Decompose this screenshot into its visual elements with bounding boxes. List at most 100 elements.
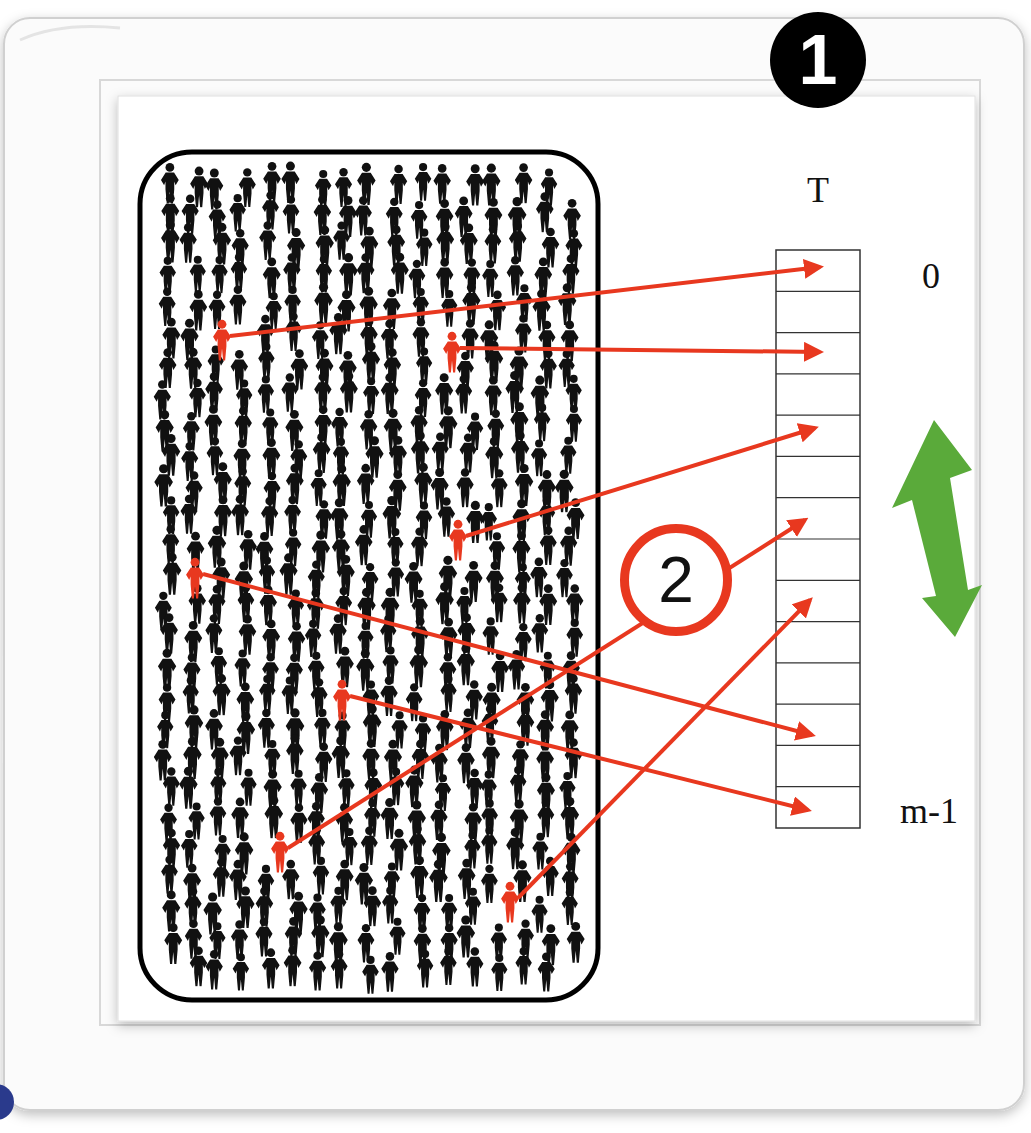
person-silhouette <box>567 922 585 963</box>
person-silhouette <box>211 256 227 293</box>
person-silhouette <box>283 196 300 234</box>
person-silhouette <box>416 347 432 384</box>
person-silhouette <box>357 464 375 504</box>
person-silhouette <box>179 767 197 809</box>
person-silhouette <box>455 375 472 414</box>
hash-arrow <box>466 428 815 536</box>
person-silhouette <box>311 916 329 958</box>
person-silhouette <box>331 950 348 988</box>
person-silhouette <box>360 227 378 268</box>
person-silhouette <box>538 470 556 511</box>
person-silhouette <box>410 856 428 898</box>
table-slot <box>776 704 860 705</box>
person-silhouette <box>381 373 399 414</box>
person-silhouette <box>206 950 223 989</box>
person-silhouette <box>433 164 450 204</box>
person-silhouette <box>460 434 477 473</box>
person-silhouette <box>313 433 331 473</box>
person-silhouette <box>566 584 583 623</box>
person-silhouette <box>565 229 582 268</box>
callout-circle: 2 <box>620 524 732 636</box>
person-silhouette <box>314 283 333 325</box>
person-silhouette <box>531 614 548 652</box>
person-silhouette <box>309 951 326 990</box>
person-silhouette <box>290 770 306 807</box>
person-silhouette <box>286 734 304 774</box>
person-silhouette <box>466 769 483 808</box>
person-silhouette <box>258 343 274 380</box>
person-silhouette <box>462 283 480 325</box>
person-silhouette <box>231 495 249 535</box>
person-silhouette <box>443 332 461 373</box>
person-silhouette <box>239 168 256 207</box>
table-slot <box>776 538 860 539</box>
table-slot <box>776 662 860 663</box>
person-silhouette <box>501 882 519 923</box>
person-silhouette <box>264 472 281 511</box>
person-silhouette <box>313 857 330 895</box>
person-silhouette <box>231 253 247 290</box>
hash-arrow <box>518 600 810 898</box>
person-silhouette <box>231 920 248 959</box>
person-silhouette <box>214 835 230 872</box>
outer-card <box>4 18 1024 1110</box>
sampled-people <box>186 320 519 923</box>
person-silhouette <box>534 404 551 442</box>
person-silhouette <box>457 743 475 783</box>
person-silhouette <box>263 257 281 298</box>
person-silhouette <box>457 644 475 685</box>
person-silhouette <box>406 683 423 721</box>
person-silhouette <box>532 833 548 870</box>
person-silhouette <box>314 709 331 747</box>
hash-arrows <box>203 267 820 898</box>
hash-arrow <box>230 267 820 336</box>
person-silhouette <box>364 886 382 926</box>
person-silhouette <box>271 832 289 873</box>
person-silhouette <box>332 530 350 571</box>
table-slot <box>776 497 860 498</box>
person-silhouette <box>282 676 298 713</box>
person-silhouette <box>411 527 428 566</box>
person-silhouette <box>262 948 280 988</box>
table-slot <box>776 580 860 581</box>
person-silhouette <box>360 317 378 357</box>
person-silhouette <box>466 947 483 986</box>
person-silhouette <box>190 946 208 986</box>
person-silhouette <box>341 828 357 865</box>
person-silhouette <box>259 221 276 260</box>
table-slot <box>776 415 860 416</box>
person-silhouette <box>509 222 527 262</box>
person-silhouette <box>566 619 583 657</box>
person-silhouette <box>382 887 398 924</box>
callout-number: 2 <box>658 548 694 612</box>
person-silhouette <box>515 947 531 984</box>
person-silhouette <box>438 497 455 537</box>
person-silhouette <box>414 463 432 504</box>
table-slot <box>776 332 860 333</box>
person-silhouette <box>491 469 508 507</box>
person-silhouette <box>338 769 355 807</box>
person-silhouette <box>229 194 245 232</box>
person-silhouette <box>161 220 180 262</box>
person-silhouette <box>340 372 358 413</box>
slot-index: 0 <box>922 258 940 294</box>
person-silhouette <box>537 799 554 838</box>
person-silhouette <box>180 495 197 534</box>
person-silhouette <box>562 888 578 925</box>
person-silhouette <box>229 285 246 324</box>
table-slot <box>776 456 860 457</box>
person-silhouette <box>163 767 180 805</box>
person-silhouette <box>491 584 508 623</box>
person-silhouette <box>538 953 555 992</box>
person-silhouette <box>160 804 177 842</box>
person-silhouette <box>560 797 579 839</box>
person-silhouette <box>355 525 373 565</box>
person-silhouette <box>213 858 230 897</box>
person-silhouette <box>163 553 182 595</box>
person-silhouette <box>284 496 301 534</box>
person-silhouette <box>432 432 449 471</box>
person-silhouette <box>285 312 302 351</box>
person-silhouette <box>440 675 456 712</box>
corner-dot <box>0 1084 14 1120</box>
